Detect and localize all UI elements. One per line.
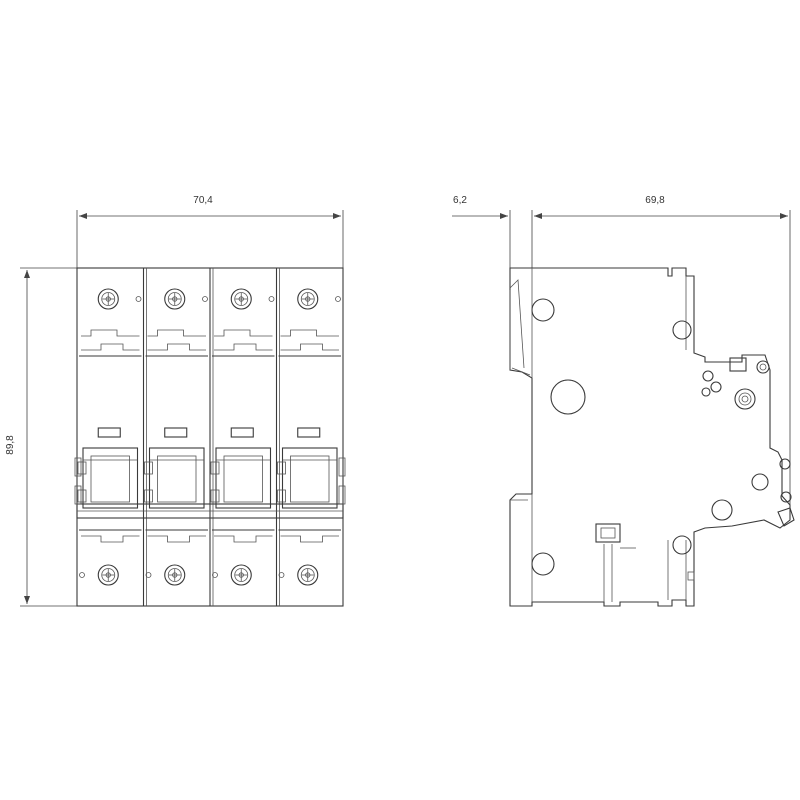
front-width-dimension: 70,4 bbox=[76, 195, 344, 268]
toggle-handle bbox=[148, 447, 205, 509]
front-view bbox=[74, 267, 346, 607]
indicator-window bbox=[230, 427, 254, 438]
indicator-window bbox=[729, 357, 747, 372]
terminal-slot bbox=[595, 523, 621, 543]
terminal-hole-lower bbox=[672, 535, 692, 555]
front-height-label: 89,8 bbox=[5, 435, 16, 455]
bottom-terminal-screw-icon bbox=[97, 564, 119, 586]
mounting-hole-top bbox=[531, 298, 555, 322]
top-terminal-screw-icon bbox=[230, 288, 252, 310]
side-hole-right bbox=[751, 473, 769, 491]
toggle-handle bbox=[82, 447, 139, 509]
front-width-label: 70,4 bbox=[193, 195, 213, 206]
bottom-terminal-screw-icon bbox=[230, 564, 252, 586]
side-depth-label: 69,8 bbox=[645, 195, 665, 206]
indicator-window bbox=[297, 427, 321, 438]
rivet-top bbox=[756, 360, 770, 374]
toggle-handle bbox=[215, 447, 272, 509]
side-hole-lower-right bbox=[711, 499, 733, 521]
bottom-terminal-screw-icon bbox=[164, 564, 186, 586]
top-terminal-screw-icon bbox=[164, 288, 186, 310]
side-dimensions: 6,2 69,8 bbox=[452, 195, 791, 520]
pivot-screw bbox=[734, 388, 756, 410]
center-hole bbox=[550, 379, 586, 415]
side-offset-label: 6,2 bbox=[453, 195, 467, 206]
mounting-hole-bottom bbox=[531, 552, 555, 576]
toggle-handle bbox=[281, 447, 338, 509]
indicator-window bbox=[164, 427, 188, 438]
side-body-outline bbox=[509, 267, 791, 607]
front-height-dimension: 89,8 bbox=[5, 267, 77, 607]
bottom-terminal-screw-icon bbox=[297, 564, 319, 586]
side-view bbox=[509, 267, 795, 607]
indicator-window bbox=[97, 427, 121, 438]
top-terminal-screw-icon bbox=[297, 288, 319, 310]
top-terminal-screw-icon bbox=[97, 288, 119, 310]
terminal-hole-upper bbox=[672, 320, 692, 340]
